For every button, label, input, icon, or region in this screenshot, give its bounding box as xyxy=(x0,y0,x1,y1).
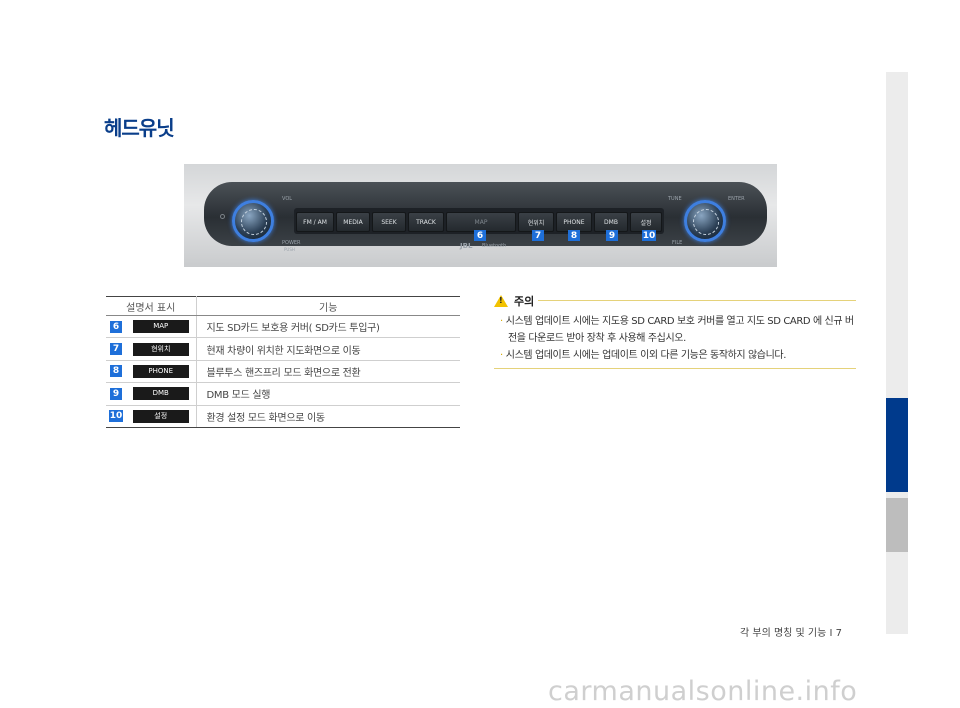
table-row: 7 현위치 현재 차량이 위치한 지도화면으로 이동 xyxy=(106,337,460,361)
row-description: 블루투스 핸즈프리 모드 화면으로 전환 xyxy=(196,360,460,384)
callout-10: 10 xyxy=(642,230,656,241)
row-description: 현재 차량이 위치한 지도화면으로 이동 xyxy=(196,337,460,361)
dmb-button-icon: DMB xyxy=(132,387,189,401)
page-title: 헤드유닛 xyxy=(104,116,175,140)
row-description: 환경 설정 모드 화면으로 이동 xyxy=(196,405,460,428)
page-footer: 각 부의 명칭 및 기능 I 7 xyxy=(740,628,842,639)
media-button[interactable]: MEDIA xyxy=(336,212,370,232)
row-number: 6 xyxy=(110,320,122,333)
side-tab-active xyxy=(886,398,908,492)
phone-button[interactable]: PHONE xyxy=(556,212,592,232)
table-header-row: 설명서 표시 기능 xyxy=(106,296,460,316)
callout-6: 6 xyxy=(474,230,486,241)
row-number: 9 xyxy=(110,387,122,400)
row-number: 10 xyxy=(109,410,123,423)
enter-label: ENTER xyxy=(728,196,745,202)
caution-title: 주의 xyxy=(514,295,535,308)
track-button[interactable]: TRACK xyxy=(408,212,444,232)
location-button-icon: 현위치 xyxy=(132,342,189,356)
callout-8: 8 xyxy=(568,230,580,241)
push-label: PUSH xyxy=(284,247,295,252)
callout-7: 7 xyxy=(532,230,544,241)
tune-knob[interactable] xyxy=(684,200,726,242)
callout-9: 9 xyxy=(606,230,618,241)
side-tab-rail xyxy=(886,72,908,634)
side-tab-next xyxy=(886,498,908,552)
tune-label: TUNE xyxy=(668,196,682,202)
volume-knob[interactable] xyxy=(232,200,274,242)
row-description: 지도 SD카드 보호용 커버( SD카드 투입구) xyxy=(196,315,460,339)
row-number: 7 xyxy=(110,343,122,356)
mic-hole-icon xyxy=(220,214,225,219)
current-location-button[interactable]: 현위치 xyxy=(518,212,554,232)
row-number: 8 xyxy=(110,365,122,378)
caution-item: ·시스템 업데이트 시에는 업데이트 이외 다른 기능은 동작하지 않습니다. xyxy=(500,350,786,361)
head-unit-image: VOL POWER PUSH TUNE ENTER FILE JBL Bluet… xyxy=(184,164,777,267)
bluetooth-logo: Bluetooth xyxy=(482,243,507,249)
legend-table: 설명서 표시 기능 6 MAP 지도 SD카드 보호용 커버( SD카드 투입구… xyxy=(106,296,460,428)
power-label: POWER xyxy=(282,240,301,246)
caution-item: ·시스템 업데이트 시에는 지도용 SD CARD 보호 커버를 열고 지도 S… xyxy=(500,316,854,344)
caution-box: 주의 ·시스템 업데이트 시에는 지도용 SD CARD 보호 커버를 열고 지… xyxy=(494,289,856,369)
table-row: 8 PHONE 블루투스 핸즈프리 모드 화면으로 전환 xyxy=(106,360,460,384)
caution-heading: 주의 xyxy=(494,293,534,309)
table-row: 9 DMB DMB 모드 실행 xyxy=(106,382,460,406)
seek-button[interactable]: SEEK xyxy=(372,212,406,232)
row-description: DMB 모드 실행 xyxy=(196,382,460,406)
table-row: 6 MAP 지도 SD카드 보호용 커버( SD카드 투입구) xyxy=(106,315,460,339)
settings-button[interactable]: 설정 xyxy=(630,212,662,232)
header-display: 설명서 표시 xyxy=(106,296,197,316)
jbl-logo: JBL xyxy=(460,242,473,250)
table-row: 10 설정 환경 설정 모드 화면으로 이동 xyxy=(106,405,460,428)
warning-icon xyxy=(494,295,508,307)
sd-map-cover[interactable]: MAP xyxy=(446,212,516,232)
fm-am-button[interactable]: FM / AM xyxy=(296,212,334,232)
file-label: FILE xyxy=(672,240,683,246)
header-function: 기능 xyxy=(196,296,460,316)
watermark: carmanualsonline.info xyxy=(548,676,858,707)
caution-list: ·시스템 업데이트 시에는 지도용 SD CARD 보호 커버를 열고 지도 S… xyxy=(498,313,856,364)
map-button-icon: MAP xyxy=(132,320,189,334)
caution-divider xyxy=(538,300,856,301)
phone-button-icon: PHONE xyxy=(132,364,189,378)
settings-button-icon: 설정 xyxy=(132,409,189,423)
dmb-button[interactable]: DMB xyxy=(594,212,628,232)
vol-label: VOL xyxy=(282,196,293,202)
